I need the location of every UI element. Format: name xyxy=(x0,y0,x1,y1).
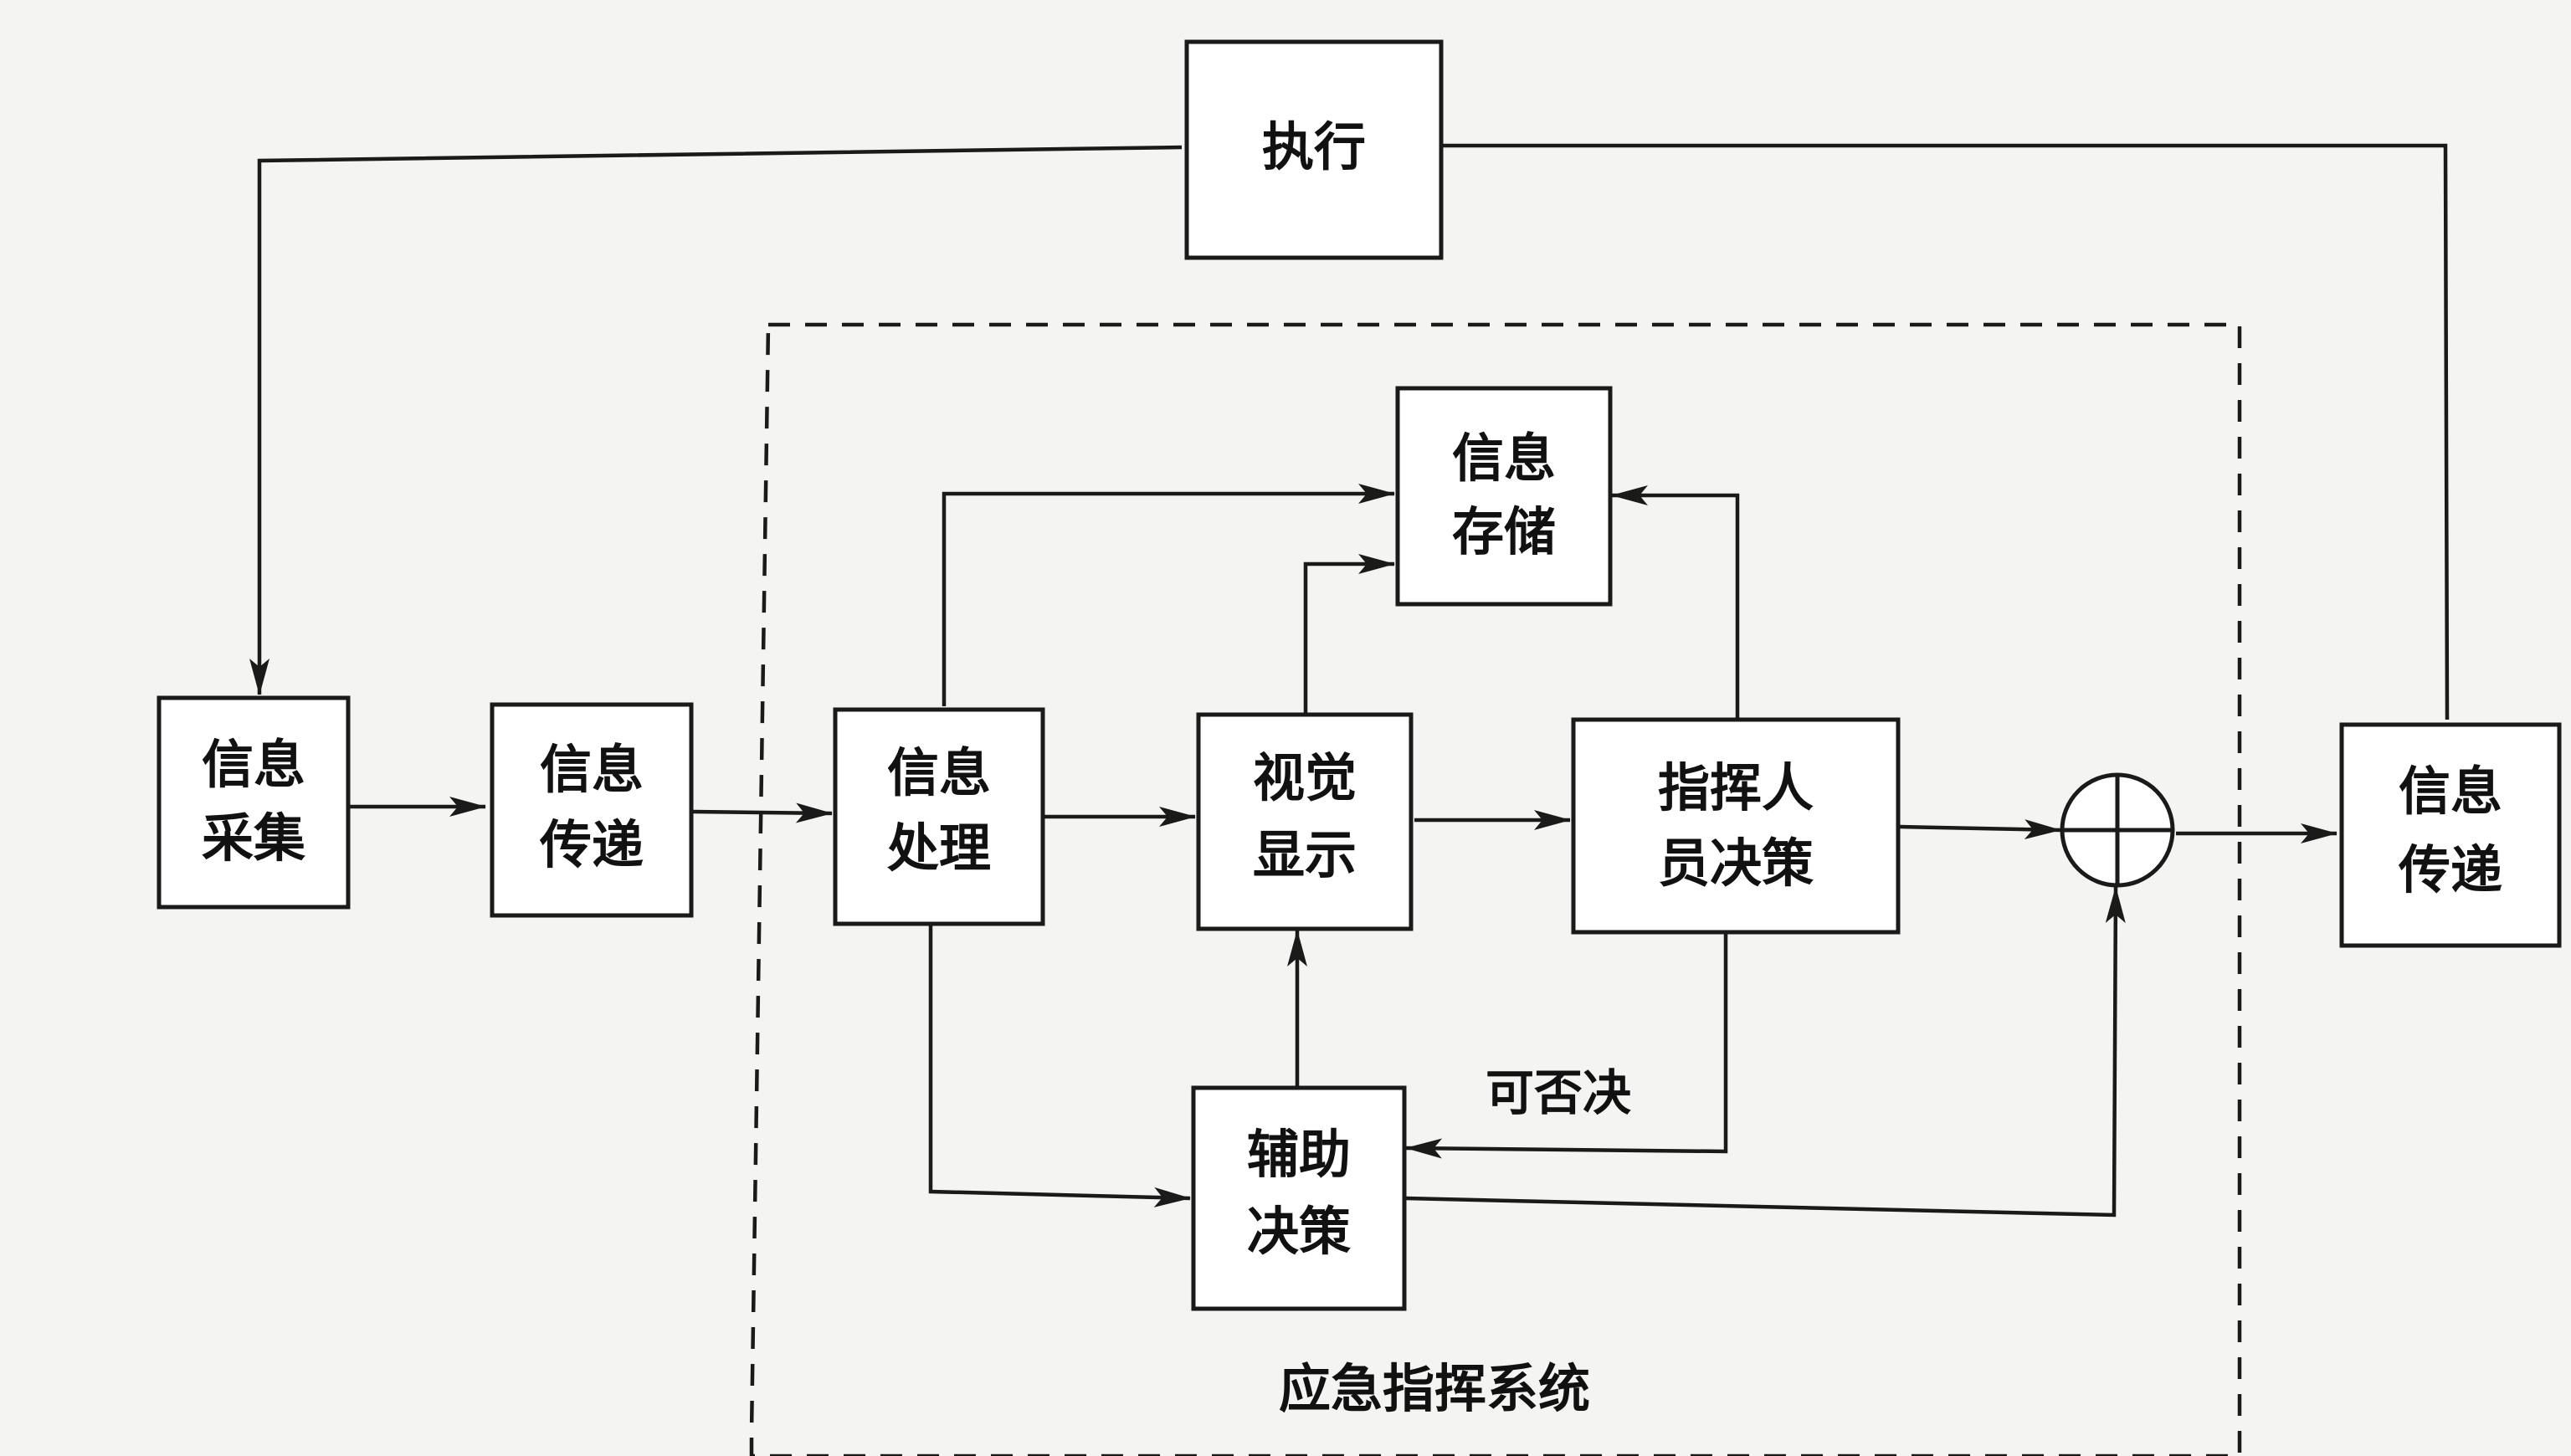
node-transmit-in-label-1: 信息 xyxy=(540,739,644,800)
edge-commander-veto-aux xyxy=(1405,934,1728,1159)
edge-commander-to-storage xyxy=(1611,485,1740,720)
node-transmit-in xyxy=(490,702,694,918)
node-commander xyxy=(1571,717,1901,935)
summing-junction-icon xyxy=(2060,772,2175,888)
edge-process-to-aux xyxy=(928,925,1191,1207)
node-collect-label-2: 采集 xyxy=(202,807,305,869)
node-transmit-out-label-2: 传递 xyxy=(2398,839,2502,900)
node-execute-label: 执行 xyxy=(1262,116,1366,177)
node-collect-label-1: 信息 xyxy=(202,734,305,795)
system-boundary xyxy=(749,322,2242,1456)
node-commander-label-1: 指挥人 xyxy=(1658,757,1814,818)
node-aux-label-2: 决策 xyxy=(1247,1201,1351,1262)
node-storage-label-1: 信息 xyxy=(1452,428,1556,489)
node-process-label-2: 处理 xyxy=(887,818,991,879)
node-visual-label-1: 视觉 xyxy=(1253,747,1357,808)
node-visual xyxy=(1196,712,1414,931)
edge-commander-to-sum xyxy=(1899,819,2061,840)
node-storage xyxy=(1395,386,1613,607)
node-process xyxy=(833,707,1045,926)
edge-aux-to-sum xyxy=(1405,886,2126,1218)
edge-transmit-to-process xyxy=(692,802,833,823)
edge-execute-to-collect xyxy=(249,145,1183,695)
node-transmit-out-label-1: 信息 xyxy=(2399,761,2502,822)
system-caption: 应急指挥系统 xyxy=(1279,1358,1590,1419)
node-visual-label-2: 显示 xyxy=(1253,824,1357,885)
node-aux-decision xyxy=(1191,1085,1407,1311)
edge-visual-to-storage xyxy=(1303,554,1395,713)
edge-process-to-storage xyxy=(942,484,1395,706)
edge-transmit-to-execute xyxy=(1438,143,2450,720)
node-process-label-1: 信息 xyxy=(887,742,991,803)
node-transmit-in-label-2: 传递 xyxy=(539,814,644,875)
edge-label-veto: 可否决 xyxy=(1486,1064,1631,1121)
node-aux-label-1: 辅助 xyxy=(1247,1124,1351,1185)
node-collect xyxy=(157,695,351,910)
node-execute xyxy=(1184,39,1444,260)
node-storage-label-2: 存储 xyxy=(1452,501,1556,562)
node-transmit-out xyxy=(2339,722,2562,948)
node-commander-label-2: 员决策 xyxy=(1658,833,1814,894)
